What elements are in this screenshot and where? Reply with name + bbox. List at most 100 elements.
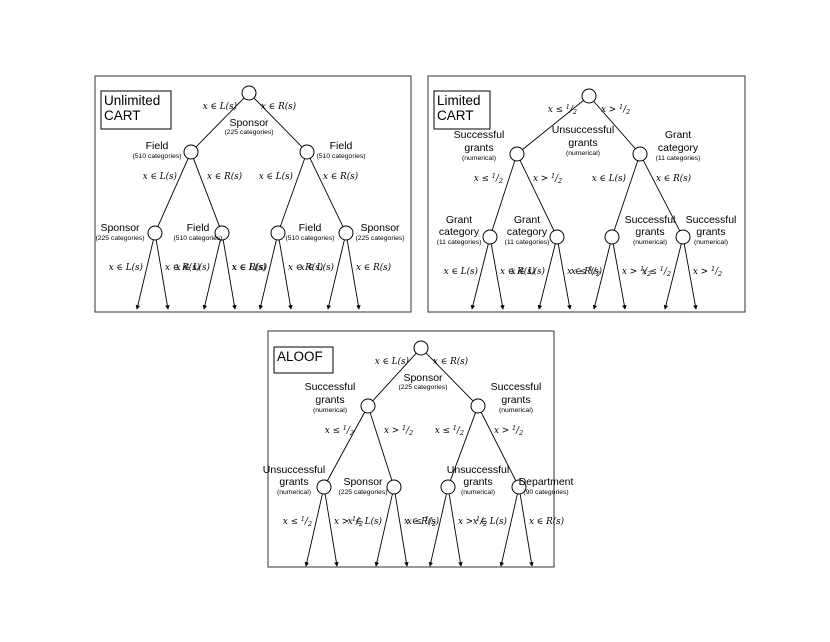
node-name: Successful [491,381,542,393]
leaf-edge-right-label: x > 1/2 [693,265,722,278]
edge-left-label: x ∈ L(s) [259,171,294,182]
node-name: grants [463,476,492,488]
edge-right-label: x ∈ R(s) [323,171,359,182]
tree-node [632,146,648,162]
leaf-edge-arrow [304,493,323,567]
node-name: Sponsor [360,222,400,234]
leaf-edge-arrow [155,239,170,310]
tree-edge [613,160,639,231]
edge-left-label: x ∈ L(s) [592,173,627,184]
node-name: grants [279,476,308,488]
leaf-edge-arrow [258,239,277,310]
tree-node [360,398,376,414]
leaf-edge-right-label: x > 1/2 [622,265,651,278]
node-name: Unsuccessful [447,464,509,476]
node-name: Successful [686,214,737,226]
node-detail: (numerical) [462,155,496,162]
leaf-edge-right-label: x ∈ R(s) [500,266,536,277]
leaf-edge-left-label: x ≤ 1/2 [283,515,312,528]
leaf-edge-arrow [612,243,627,310]
node-detail: (90 categories) [523,489,568,496]
node-name: grants [501,394,530,406]
tree-node [241,85,257,101]
edge-right-label: x ∈ R(s) [656,173,692,184]
panel-frame [427,75,746,313]
edge-right-label: x > 1/2 [494,424,523,437]
node-detail: (510 categories) [132,153,181,160]
leaf-edge-arrow [683,243,698,310]
tree-node [386,479,402,495]
node-detail: (11 categories) [505,239,550,246]
panel-title: CART [437,108,474,123]
node-name: grants [696,226,725,238]
edge-right-label: x > 1/2 [384,424,413,437]
node-detail: (numerical) [313,407,347,414]
root-edge-right-label: x ∈ R(s) [261,101,297,112]
node-name: Field [330,140,353,152]
node-name: Successful [305,381,356,393]
tree-edge [195,97,245,148]
leaf-edge-right-label: x ∈ R(s) [232,262,268,273]
node-name: Field [146,140,169,152]
leaf-edge-arrow [470,243,489,310]
node-name: Sponsor [100,222,140,234]
split-label-name: Unsuccessful [552,124,614,136]
leaf-edge-arrow [222,239,237,310]
root-node-detail: (225 categories) [224,129,273,136]
tree-node [270,225,286,241]
node-name: Field [299,222,322,234]
root-edge-right-label: x > 1/2 [601,103,630,116]
panel-frame [94,75,412,313]
node-detail: (numerical) [694,239,728,246]
node-name: Grant [514,214,540,226]
tree-edge [519,160,555,231]
tree-edge [480,412,517,481]
edge-left-label: x ≤ 1/2 [325,424,354,437]
node-detail: (510 categories) [173,235,222,242]
edge-left-label: x ∈ L(s) [143,171,178,182]
tree-edge [309,158,344,227]
panel-title-box [273,346,334,374]
panel-title: CART [104,108,141,123]
tree-edge [425,352,474,402]
node-name: category [658,142,699,154]
tree-node [183,144,199,160]
tree-edge [450,412,476,481]
root-edge-left-label: x ∈ L(s) [203,101,238,112]
leaf-edge-right-label: x ∈ R(s) [356,262,392,273]
tree-node [413,340,429,356]
leaf-edge-arrow [326,239,345,310]
leaf-edge-left-label: x ∈ L(s) [348,516,383,527]
leaf-edge-arrow [519,493,534,567]
leaf-edge-left-label: x ≤ 1/2 [571,265,600,278]
leaf-edge-right-label: x ∈ R(s) [567,266,603,277]
tree-node [509,146,525,162]
panel-title-box [433,90,491,130]
leaf-edge-left-label: x ∈ L(s) [511,266,546,277]
node-name: grants [315,394,344,406]
tree-node [440,479,456,495]
tree-node [511,479,527,495]
root-node-name: Sponsor [403,372,443,384]
tree-node [316,479,332,495]
leaf-edge-right-label: x ∈ R(s) [529,516,565,527]
node-name: category [507,226,548,238]
node-name: Grant [665,129,691,141]
leaf-edge-left-label: x ∈ L(s) [300,262,335,273]
tree-node [470,398,486,414]
tree-edge [326,411,366,482]
root-node-detail: (225 categories) [398,384,447,391]
node-detail: (225 categories) [338,489,387,496]
leaf-edge-right-label: x > 1/2 [334,515,363,528]
split-label-name: grants [568,137,597,149]
leaf-edge-arrow [592,243,611,310]
panel-frame [267,330,555,568]
root-edge-right-label: x ∈ R(s) [433,356,469,367]
tree-edge [372,352,417,402]
node-name: Department [519,476,574,488]
tree-node [214,225,230,241]
